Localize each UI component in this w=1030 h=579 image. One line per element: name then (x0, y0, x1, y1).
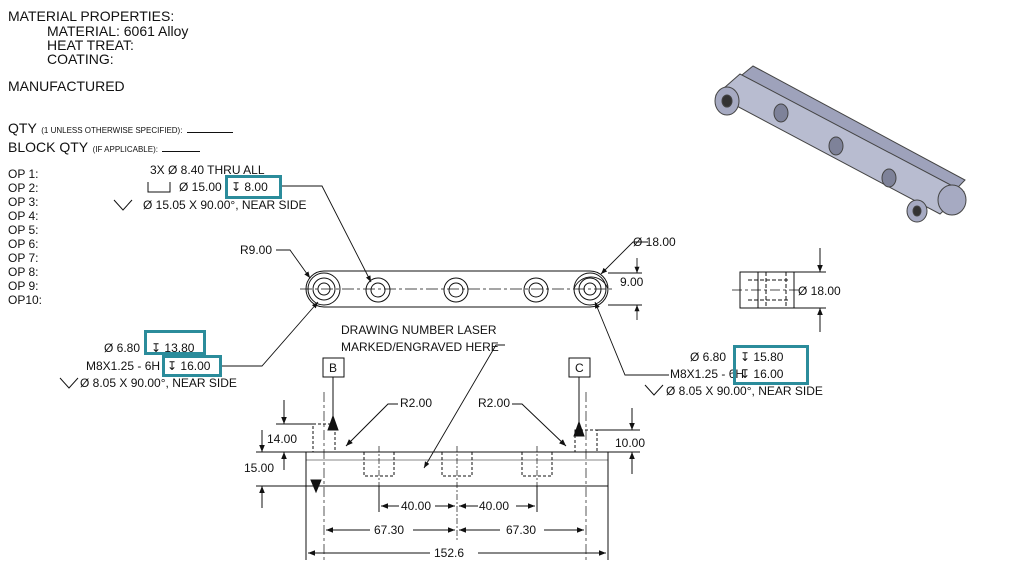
radius-r2-left: R2.00 (400, 396, 433, 410)
qty-note: (1 UNLESS OTHERWISE SPECIFIED): (41, 126, 183, 135)
radius-r2-right: R2.00 (478, 396, 511, 410)
qty-row: QTY (1 UNLESS OTHERWISE SPECIFIED): (8, 121, 233, 137)
right-drill-depth: ↧ 15.80 (740, 350, 784, 364)
diameter-18: Ø 18.00 (633, 235, 676, 249)
op-line: OP 9: (8, 279, 39, 293)
op-line: OP 4: (8, 209, 39, 223)
left-csink-callout: Ø 8.05 X 90.00°, NEAR SIDE (80, 376, 237, 390)
front-view (256, 357, 640, 560)
material-properties-heading: MATERIAL PROPERTIES: (8, 8, 175, 24)
material-line: MATERIAL: 6061 Alloy (47, 23, 189, 39)
laser-note-line2: MARKED/ENGRAVED HERE (341, 340, 499, 354)
cbore-depth: ↧ 8.00 (231, 180, 268, 194)
highlight-cbore-depth (225, 175, 282, 199)
leaders-top (222, 185, 669, 469)
heat-treat-line: HEAT TREAT: (47, 37, 134, 53)
height-9: 9.00 (620, 275, 644, 289)
block-qty-blank (162, 140, 201, 152)
op-line: OP 2: (8, 181, 39, 195)
top-view (300, 270, 614, 308)
block-qty-note: (IF APPLICABLE): (92, 145, 158, 154)
csink-callout: Ø 15.05 X 90.00°, NEAR SIDE (143, 198, 307, 212)
thru-all-callout: 3X Ø 8.40 THRU ALL (150, 163, 265, 177)
highlight-right-depths (733, 345, 809, 385)
op-line: OP 8: (8, 265, 39, 279)
height-14: 14.00 (267, 432, 298, 446)
op-line: OP 3: (8, 195, 39, 209)
manufactured-label: MANUFACTURED (8, 78, 125, 94)
op-line: OP 7: (8, 251, 39, 265)
left-drill-depth: ↧ 13.80 (151, 341, 195, 355)
left-tap-depth: ↧ 16.00 (167, 359, 211, 373)
spacing-40-right: 40.00 (479, 499, 510, 513)
side-diameter-18: Ø 18.00 (798, 284, 841, 298)
radius-r9: R9.00 (240, 243, 273, 257)
cbore-diameter: Ø 15.00 (179, 180, 222, 194)
op-line: OP 5: (8, 223, 39, 237)
offset-67-left: 67.30 (374, 523, 405, 537)
offset-67-right: 67.30 (506, 523, 537, 537)
height-10: 10.00 (615, 436, 646, 450)
datum-c-label: C (575, 361, 584, 375)
right-tap-size: M8X1.25 - 6H (670, 367, 745, 381)
block-qty-label: BLOCK QTY (8, 139, 89, 155)
qty-label: QTY (8, 120, 37, 136)
gd-symbols (59, 182, 664, 396)
overall-length: 152.6 (434, 546, 465, 560)
side-view (732, 248, 826, 332)
laser-note-line1: DRAWING NUMBER LASER (341, 323, 497, 337)
left-drill-diameter: Ø 6.80 (104, 341, 141, 355)
highlight-left-tap-depth (162, 355, 222, 377)
datum-b-label: B (329, 361, 338, 375)
right-tap-depth: ↧ 16.00 (740, 367, 784, 381)
qty-blank (186, 121, 233, 133)
op-line: OP10: (8, 293, 43, 307)
block-qty-row: BLOCK QTY (IF APPLICABLE): (8, 139, 201, 156)
height-15: 15.00 (244, 461, 275, 475)
isometric-view (714, 65, 967, 223)
spacing-40-left: 40.00 (401, 499, 432, 513)
op-line: OP 6: (8, 237, 39, 251)
highlight-left-drill-depth (144, 330, 206, 355)
right-csink-callout: Ø 8.05 X 90.00°, NEAR SIDE (666, 384, 823, 398)
right-drill-diameter: Ø 6.80 (690, 350, 727, 364)
coating-line: COATING: (47, 51, 114, 67)
left-tap-size: M8X1.25 - 6H (86, 359, 161, 373)
op-line: OP 1: (8, 167, 39, 181)
